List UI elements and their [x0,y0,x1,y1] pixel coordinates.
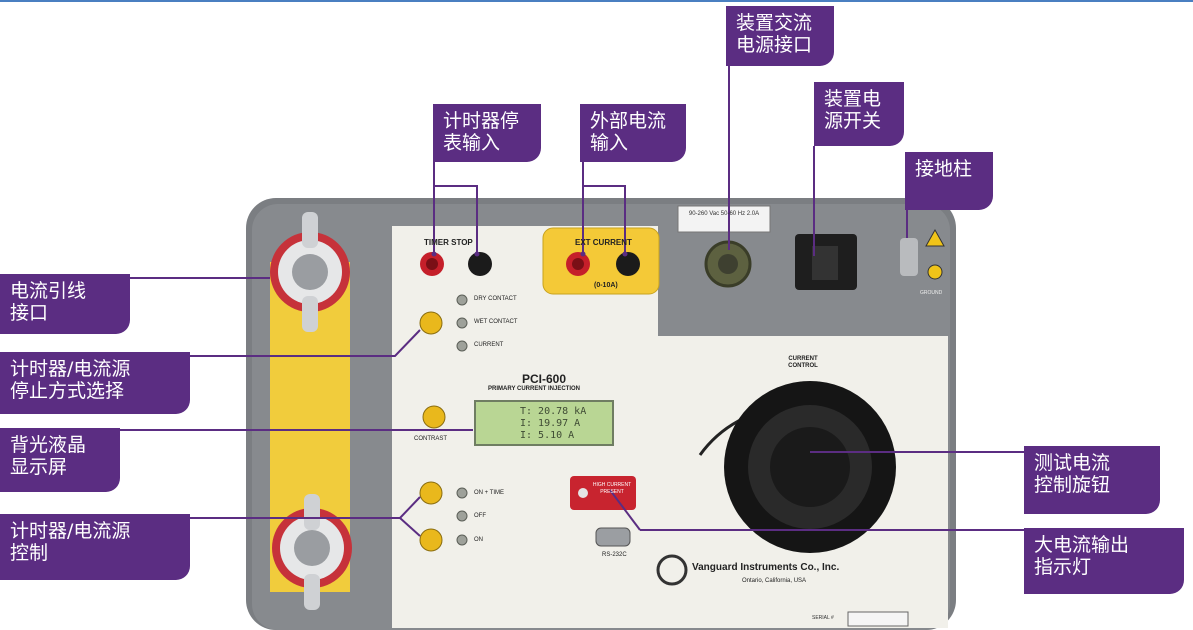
ext-current-range-label: (0-10A) [594,282,618,289]
company-location: Ontario, California, USA [742,578,807,584]
stop-mode-button [419,311,443,335]
lamp-text: HIGH CURRENT PRESENT [592,482,632,495]
current-lead-top [270,212,350,332]
callout-current-lead-port: 电流引线 接口 [0,274,130,334]
ext-current-black-jack [616,252,640,276]
ground-post [900,238,918,276]
callout-backlit-lcd: 背光液晶 显示屏 [0,428,120,492]
current-lead-bottom [272,494,352,610]
top-rule [0,0,1193,2]
warning-triangle [925,228,945,247]
callout-timer-stop-input: 计时器停 表输入 [433,104,541,162]
company-name: Vanguard Instruments Co., Inc. [692,562,840,573]
contrast-label: CONTRAST [414,436,447,442]
on-label: ON [474,537,483,543]
power-rating-label: 90-260 Vac 50-60 Hz 2.0A [688,211,760,217]
ext-current-box [542,227,660,295]
backlit-lcd: T: 20.78 kA I: 19.97 A I: 5.10 A [474,400,614,446]
callout-ext-current-input: 外部电流 输入 [580,104,686,162]
callout-ac-power-port: 装置交流 电源接口 [726,6,834,66]
callout-high-current-lamp: 大电流输出 指示灯 [1024,528,1184,594]
rs232-label: RS-232C [602,552,627,558]
callout-current-knob: 测试电流 控制旋钮 [1024,446,1160,514]
ext-current-label: EXT CURRENT [575,238,632,247]
serial-plate [847,611,909,627]
source-button-bottom [419,528,443,552]
model-label: PCI-600 [522,372,567,386]
lcd-line-1: T: 20.78 kA [520,406,587,417]
wet-contact-label: WET CONTACT [474,319,518,325]
current-led-label: CURRENT [474,342,504,348]
ground-symbol [927,264,943,280]
off-label: OFF [474,513,486,519]
callout-stop-mode-select: 计时器/电流源 停止方式选择 [0,352,190,414]
vanguard-logo [656,554,688,586]
timer-stop-label: TIMER STOP [424,238,473,247]
rs232-connector [595,527,631,547]
timer-stop-black-jack [468,252,492,276]
ground-label: GROUND [920,290,943,296]
callout-ground-post: 接地柱 [905,152,993,210]
lcd-line-2: I: 19.97 A [520,418,581,429]
subtitle-label: PRIMARY CURRENT INJECTION [488,386,581,392]
callout-power-switch: 装置电 源开关 [814,82,904,146]
on-time-label: ON + TIME [474,490,505,496]
callout-source-control: 计时器/电流源 控制 [0,514,190,580]
power-rating-plate [677,205,771,233]
source-button-top [419,481,443,505]
dry-contact-label: DRY CONTACT [474,296,517,302]
current-control-label: CURRENT CONTROL [788,356,818,369]
serial-label: SERIAL # [812,615,834,621]
lcd-line-3: I: 5.10 A [520,430,575,441]
contrast-button [422,405,446,429]
